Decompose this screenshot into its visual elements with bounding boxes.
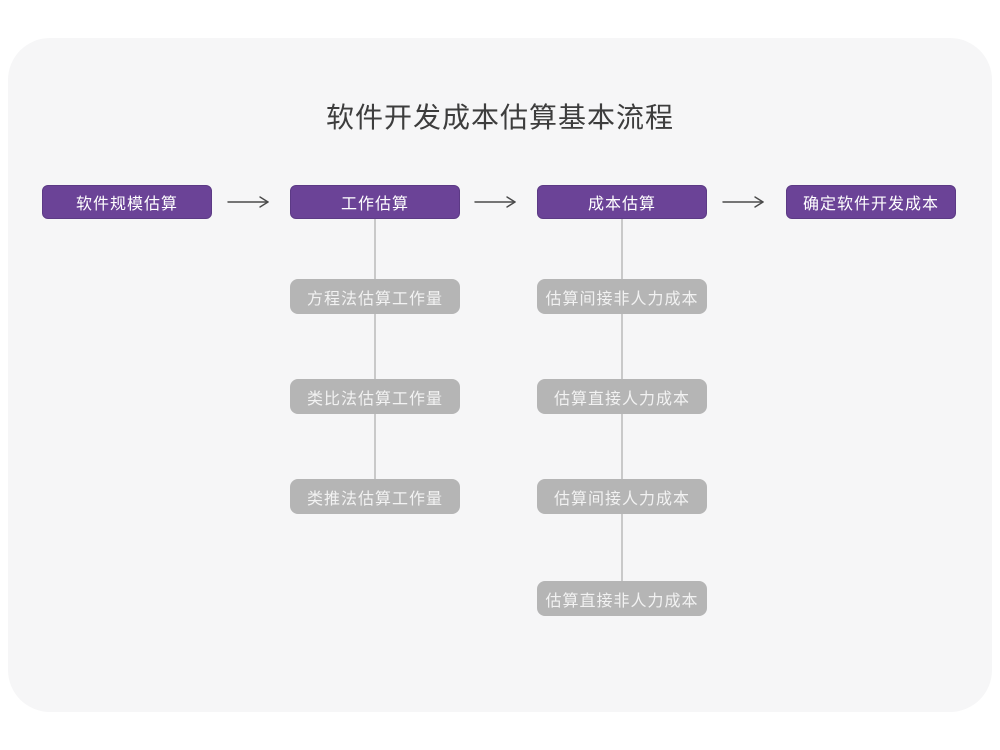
flow-node-cost-estimation[interactable]: 成本估算 <box>537 185 707 219</box>
flow-node-work-estimation[interactable]: 工作估算 <box>290 185 460 219</box>
flow-node-determine-development-cost[interactable]: 确定软件开发成本 <box>786 185 956 219</box>
flow-node-software-scale-estimation[interactable]: 软件规模估算 <box>42 185 212 219</box>
sub-node-indirect-labor-cost[interactable]: 估算间接人力成本 <box>537 479 707 514</box>
sub-node-extrapolation-method[interactable]: 类推法估算工作量 <box>290 479 460 514</box>
sub-node-indirect-nonlabor-cost[interactable]: 估算间接非人力成本 <box>537 279 707 314</box>
right-arrow-icon <box>722 196 764 208</box>
sub-node-analogy-method[interactable]: 类比法估算工作量 <box>290 379 460 414</box>
canvas-card <box>8 38 992 712</box>
connector-line-work-estimation <box>374 219 376 497</box>
diagram-title: 软件开发成本估算基本流程 <box>325 102 674 133</box>
sub-node-direct-labor-cost[interactable]: 估算直接人力成本 <box>537 379 707 414</box>
right-arrow-icon <box>474 196 516 208</box>
right-arrow-icon <box>227 196 269 208</box>
sub-node-equation-method[interactable]: 方程法估算工作量 <box>290 279 460 314</box>
sub-node-direct-nonlabor-cost[interactable]: 估算直接非人力成本 <box>537 581 707 616</box>
